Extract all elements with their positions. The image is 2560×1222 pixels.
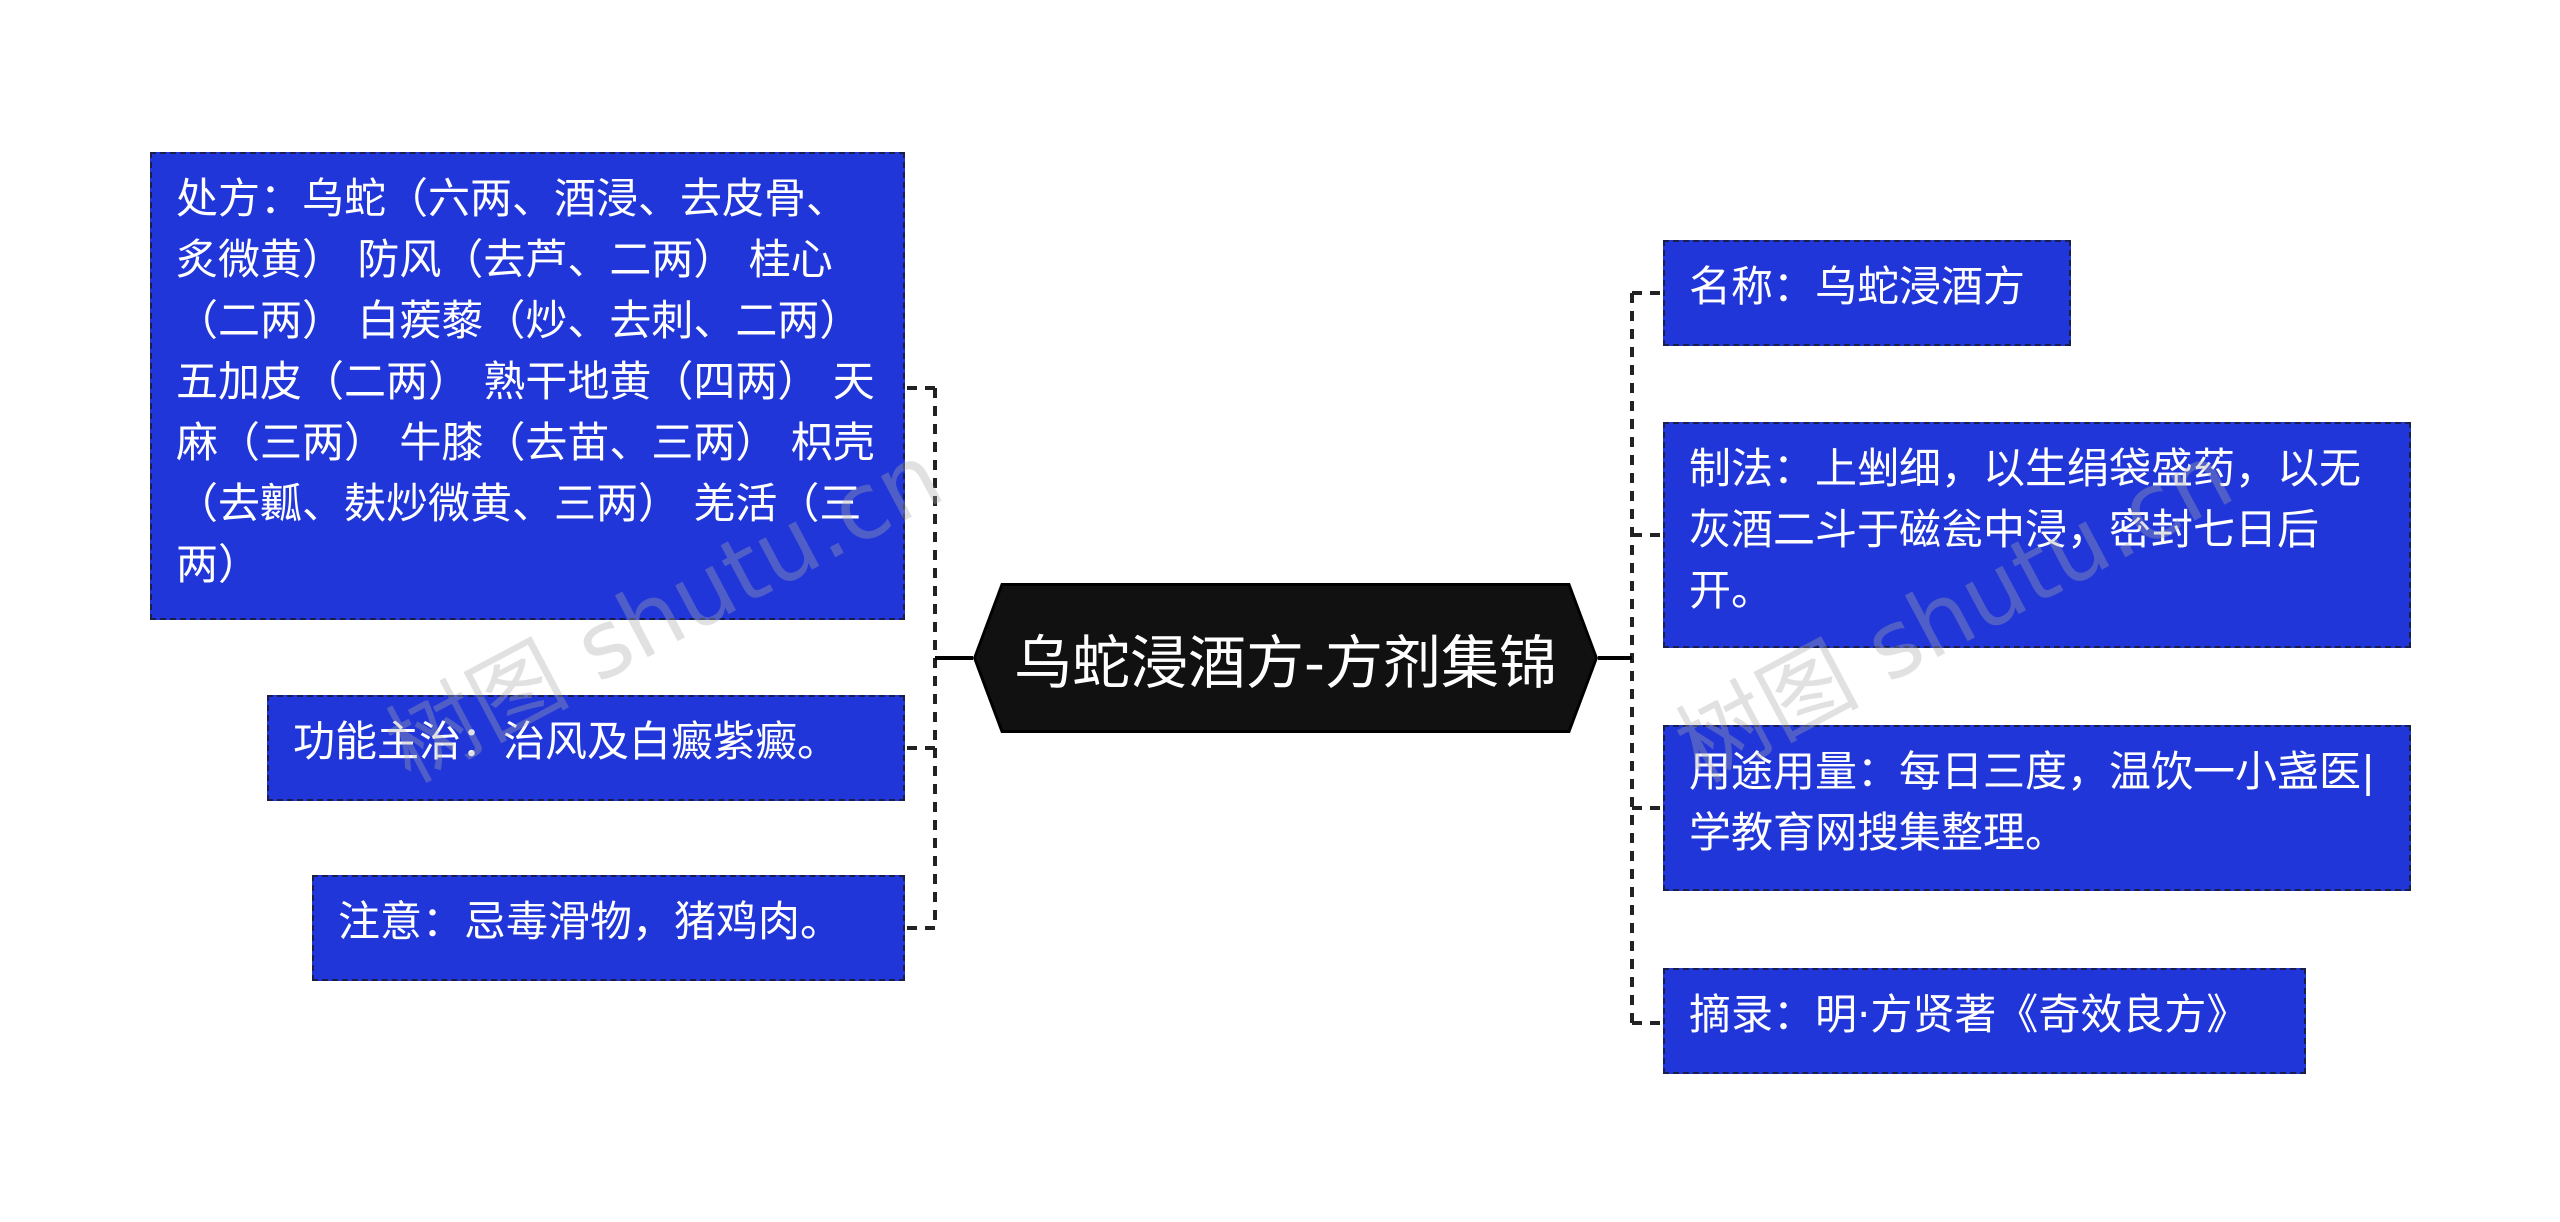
central-topic[interactable]: 乌蛇浸酒方-方剂集锦 [973, 583, 1598, 733]
central-topic-fill [976, 586, 1595, 730]
node-method[interactable]: 制法：上剉细，以生绢袋盛药，以无灰酒二斗于磁瓮中浸，密封七日后开。 [1663, 422, 2411, 648]
node-usage[interactable]: 用途用量：每日三度，温饮一小盏医|学教育网搜集整理。 [1663, 725, 2411, 891]
node-name[interactable]: 名称：乌蛇浸酒方 [1663, 240, 2071, 346]
central-topic-label: 乌蛇浸酒方-方剂集锦 [1014, 629, 1557, 697]
node-caution[interactable]: 注意：忌毒滑物，猪鸡肉。 [312, 875, 905, 981]
node-function[interactable]: 功能主治：治风及白癜紫癜。 [267, 695, 905, 801]
node-excerpt[interactable]: 摘录：明·方贤著《奇效良方》 [1663, 968, 2306, 1074]
node-prescription[interactable]: 处方：乌蛇（六两、酒浸、去皮骨、炙微黄） 防风（去芦、二两） 桂心（二两） 白蒺… [150, 152, 905, 620]
